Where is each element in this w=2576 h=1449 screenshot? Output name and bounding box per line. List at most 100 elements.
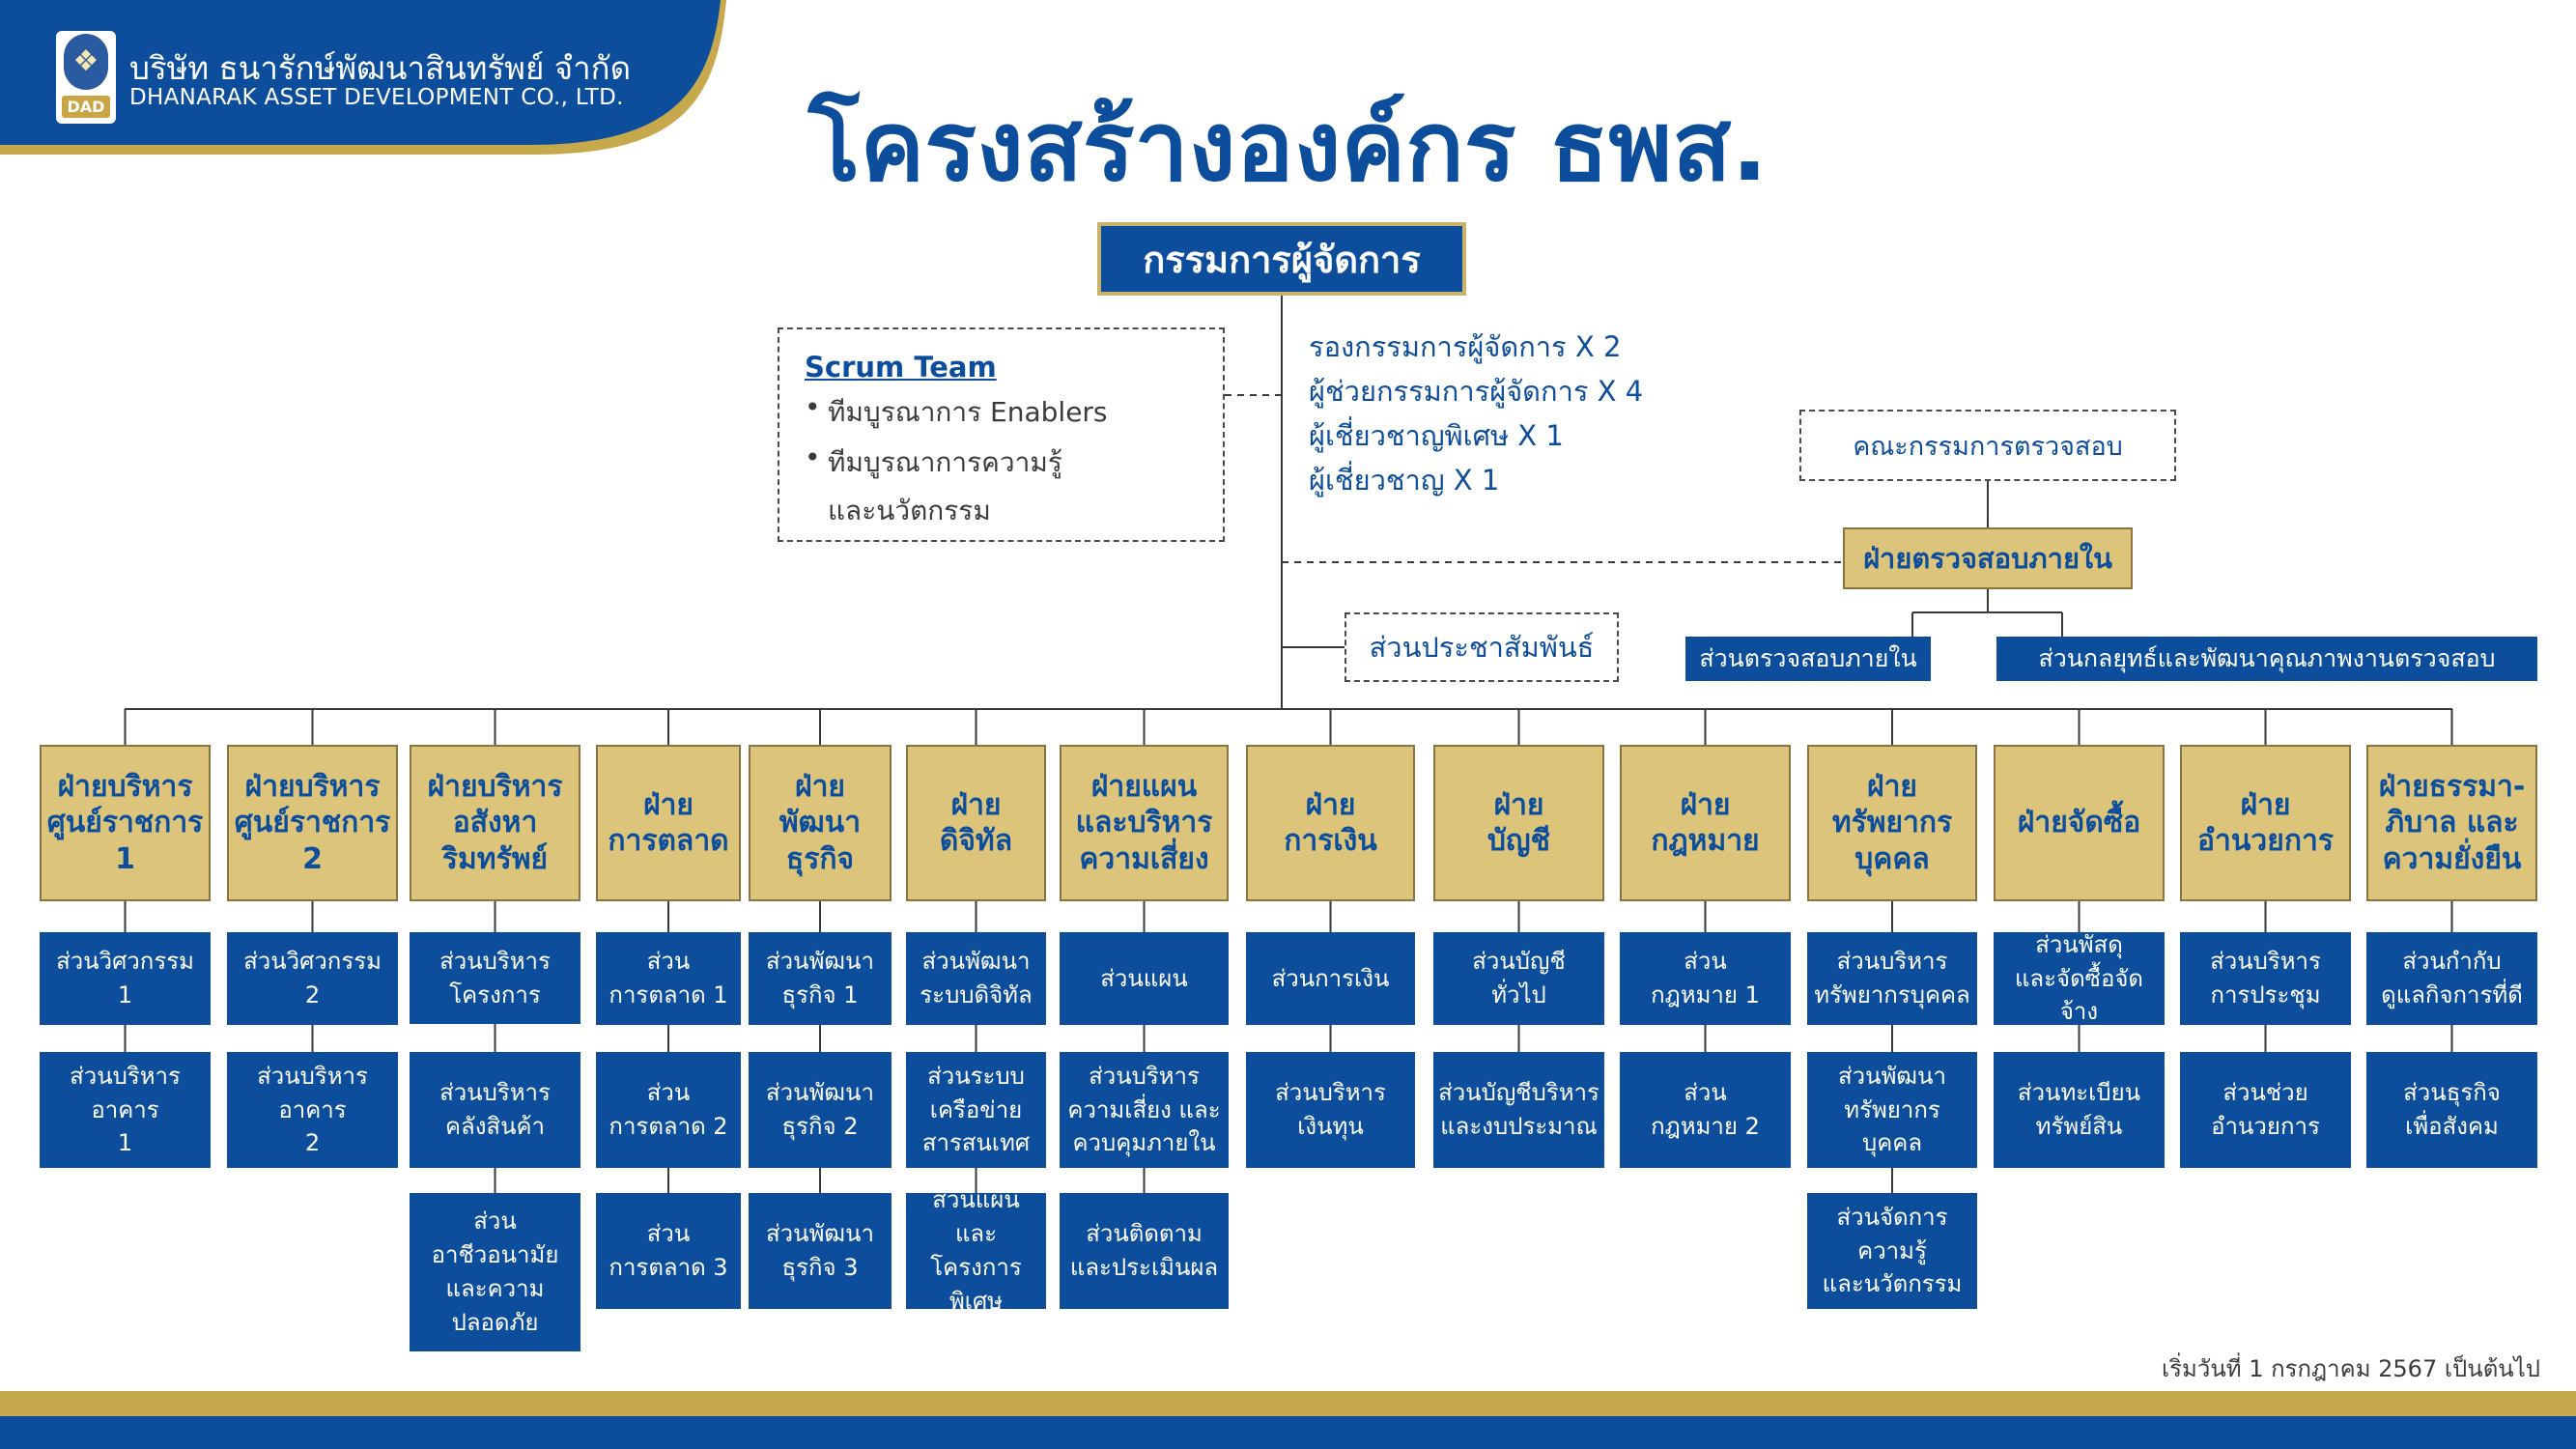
scrum-team-title: Scrum Team — [805, 351, 997, 384]
unit-box: ส่วนแผนและโครงการพิเศษ — [906, 1186, 1046, 1315]
unit-name-line: การตลาด 1 — [609, 981, 728, 1009]
department-name-line: การตลาด — [608, 824, 729, 858]
department-box: ฝ่ายบัญชี — [1433, 745, 1604, 901]
unit-box: ส่วนบริหารการประชุม — [2180, 932, 2351, 1025]
unit-name-line: ส่วนบัญชี — [1472, 948, 1566, 976]
unit-name-line: ส่วนพัฒนา — [921, 948, 1031, 976]
unit-box: ส่วนพัสดุและจัดซื้อจัดจ้าง — [1994, 931, 2165, 1025]
unit-box: ส่วนการตลาด 2 — [596, 1052, 741, 1168]
unit-name-line: ส่วน — [646, 1079, 691, 1107]
scrum-team-item-continued: และนวัตกรรม — [828, 495, 991, 526]
unit-name-line: ส่วนพัฒนา — [766, 1079, 874, 1107]
department-name-line: ฝ่าย — [1305, 787, 1356, 822]
unit-name-line: 1 — [117, 981, 133, 1009]
department-name-line: ฝ่าย — [642, 787, 694, 822]
unit-name-line: อำนวยการ — [2211, 1113, 2320, 1140]
unit-name-line: และโครงการ — [930, 1220, 1022, 1281]
unit-name-line: และความ — [445, 1275, 545, 1302]
unit-name-line: อาคาร — [278, 1095, 347, 1123]
unit-name-line: ส่วนแผน — [1100, 964, 1188, 992]
unit-box: ส่วนกำกับดูแลกิจการที่ดี — [2366, 932, 2537, 1025]
department-box: ฝ่ายทรัพยากรบุคคล — [1807, 745, 1977, 901]
unit-name-line: ส่วน — [1684, 1079, 1727, 1107]
unit-box: ส่วนบริหารโครงการ — [410, 932, 580, 1024]
department-name-line: 2 — [302, 841, 323, 876]
unit-name-line: ทั่วไป — [1491, 981, 1546, 1009]
unit-box: ส่วนพัฒนาธุรกิจ 3 — [749, 1193, 892, 1309]
department-box: ฝ่ายจัดซื้อ — [1994, 745, 2165, 901]
unit-box: ส่วนจัดการความรู้และนวัตกรรม — [1807, 1193, 1977, 1309]
unit-box: ส่วนอาชีวอนามัยและความปลอดภัย — [410, 1193, 580, 1351]
department-box: ฝ่ายกฎหมาย — [1620, 745, 1791, 901]
department-name-line: บุคคล — [1854, 841, 1930, 876]
effective-date-note: เริ่มวันที่ 1 กรกฎาคม 2567 เป็นต้นไป — [2161, 1355, 2540, 1382]
crest-icon: ❖ — [64, 34, 108, 90]
scrum-team-item: •ทีมบูรณาการความรู้ — [805, 441, 1062, 478]
department-name-line: ฝ่ายบริหาร — [244, 769, 381, 804]
company-name-english: DHANARAK ASSET DEVELOPMENT CO., LTD. — [129, 85, 624, 110]
unit-box: ส่วนทะเบียนทรัพย์สิน — [1994, 1052, 2165, 1168]
department-name-line: ฝ่าย — [2240, 787, 2291, 822]
unit-box: ส่วนบัญชีบริหารและงบประมาณ — [1433, 1052, 1604, 1168]
department-name-line: 1 — [115, 841, 135, 876]
unit-name-line: ส่วนติดตาม — [1086, 1220, 1203, 1248]
unit-name-line: ธุรกิจ 2 — [781, 1113, 859, 1140]
unit-name-line: อาชีวอนามัย — [431, 1241, 559, 1269]
unit-name-line: การประชุม — [2210, 981, 2321, 1009]
department-box: ฝ่ายพัฒนาธุรกิจ — [749, 745, 892, 901]
unit-box: ส่วนพัฒนาทรัพยากรบุคคล — [1807, 1052, 1977, 1168]
footer-gold-stripe — [0, 1391, 2576, 1416]
unit-name-line: การตลาด 3 — [609, 1254, 728, 1281]
unit-name-line: ส่วนบริหาร — [70, 1062, 181, 1090]
unit-name-line: 2 — [304, 1129, 321, 1157]
internal-audit-box: ฝ่ายตรวจสอบภายใน — [1843, 527, 2133, 589]
unit-name-line: ทรัพยากร — [1844, 1095, 1940, 1123]
department-name-line: ดิจิทัล — [939, 824, 1013, 858]
unit-box: ส่วนกฎหมาย 2 — [1620, 1052, 1791, 1168]
unit-name-line: 1 — [117, 1129, 133, 1157]
unit-name-line: ส่วนพัฒนา — [766, 1220, 874, 1248]
unit-name-line: ส่วนวิศวกรรม — [243, 948, 382, 976]
unit-box: ส่วนวิศวกรรม 1 — [40, 932, 211, 1025]
department-name-line: ฝ่ายบริหาร — [427, 769, 563, 804]
public-relations-box: ส่วนประชาสัมพันธ์ — [1345, 612, 1619, 682]
logo-text: DAD — [61, 96, 111, 118]
department-name-line: ฝ่ายธรรมา- — [2378, 769, 2526, 804]
department-name-line: ฝ่ายแผน — [1090, 769, 1198, 804]
unit-box: ส่วนพัฒนาระบบดิจิทัล — [906, 932, 1046, 1025]
unit-name-line: เครือข่าย — [929, 1095, 1023, 1123]
department-name-line: ความยั่งยืน — [2382, 841, 2522, 876]
unit-name-line: คลังสินค้า — [444, 1113, 546, 1140]
unit-name-line: ส่วนบริหาร — [2210, 948, 2321, 976]
unit-name-line: ส่วนวิศวกรรม — [56, 948, 194, 976]
unit-name-line: การตลาด 2 — [609, 1113, 728, 1140]
unit-name-line: อาคาร — [91, 1095, 159, 1123]
unit-name-line: 2 — [304, 981, 321, 1009]
unit-name-line: ส่วนพัฒนา — [766, 948, 874, 976]
unit-name-line: ปลอดภัย — [451, 1308, 539, 1336]
unit-name-line: ส่วนจัดการ — [1836, 1203, 1948, 1231]
unit-name-line: โครงการ — [449, 980, 541, 1009]
department-name-line: ฝ่ายบริหาร — [57, 769, 193, 804]
unit-name-line: เงินทุน — [1297, 1113, 1364, 1140]
unit-name-line: ธุรกิจ 1 — [781, 981, 859, 1009]
department-box: ฝ่ายการตลาด — [596, 745, 741, 901]
department-name-line: อสังหา — [452, 806, 538, 840]
audit-committee-box: คณะกรรมการตรวจสอบ — [1799, 410, 2176, 481]
unit-name-line: ส่วนบริหาร — [1275, 1079, 1386, 1107]
unit-name-line: และงบประมาณ — [1440, 1113, 1598, 1140]
unit-name-line: กฎหมาย 1 — [1651, 981, 1760, 1009]
department-name-line: กฎหมาย — [1651, 824, 1760, 858]
unit-name-line: ธุรกิจ 3 — [781, 1254, 859, 1281]
unit-name-line: ส่วนแผน — [932, 1186, 1020, 1214]
unit-name-line: ส่วนระบบ — [927, 1062, 1025, 1090]
unit-name-line: ส่วนธุรกิจ — [2403, 1079, 2501, 1107]
internal-audit-unit: ส่วนตรวจสอบภายใน — [1685, 637, 1931, 681]
department-name-line: ริมทรัพย์ — [441, 841, 549, 876]
assistant-md: ผู้ช่วยกรรมการผู้จัดการ X 4 — [1309, 375, 1644, 408]
unit-name-line: ส่วน — [646, 948, 691, 976]
department-name-line: และบริหาร — [1075, 806, 1213, 840]
